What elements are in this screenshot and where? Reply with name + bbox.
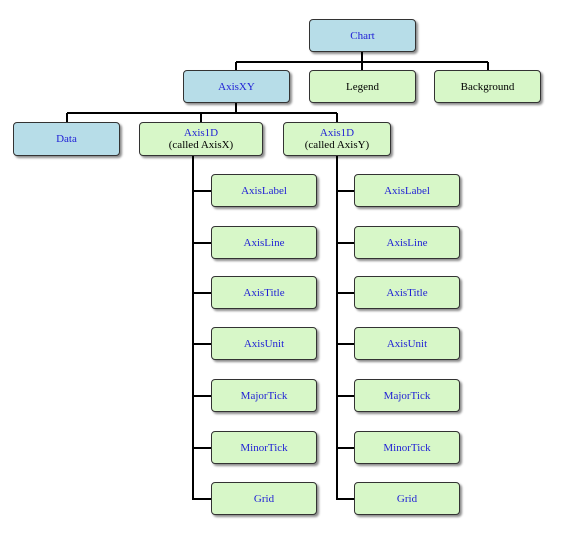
node-label: AxisXY <box>218 80 255 93</box>
node-y-axisunit: AxisUnit <box>354 327 460 360</box>
node-label: AxisUnit <box>386 337 428 350</box>
node-label: MajorTick <box>240 389 288 402</box>
node-y-grid: Grid <box>354 482 460 515</box>
node-axis1d-x: Axis1D (called AxisX) <box>139 122 263 156</box>
node-label: Grid <box>396 492 418 505</box>
node-axisxy: AxisXY <box>183 70 290 103</box>
node-label: AxisLabel <box>384 184 430 197</box>
node-label: MinorTick <box>240 441 288 454</box>
node-y-axislabel: AxisLabel <box>354 174 460 207</box>
node-label: Grid <box>253 492 275 505</box>
node-x-grid: Grid <box>211 482 317 515</box>
node-subtitle: (called AxisX) <box>168 139 234 151</box>
node-label: AxisLabel <box>241 184 287 197</box>
node-title: Axis1D <box>183 127 219 139</box>
node-axis1d-y: Axis1D (called AxisY) <box>283 122 391 156</box>
node-label: AxisTitle <box>243 286 285 299</box>
node-x-axisunit: AxisUnit <box>211 327 317 360</box>
node-chart: Chart <box>309 19 416 52</box>
node-background: Background <box>434 70 541 103</box>
node-y-minortick: MinorTick <box>354 431 460 464</box>
node-label: AxisTitle <box>386 286 428 299</box>
node-legend: Legend <box>309 70 416 103</box>
node-label: AxisLine <box>386 236 428 249</box>
node-label: Chart <box>350 29 375 42</box>
node-label: MinorTick <box>383 441 431 454</box>
node-x-axislabel: AxisLabel <box>211 174 317 207</box>
node-label: MajorTick <box>383 389 431 402</box>
node-label: Legend <box>346 80 379 93</box>
node-label: AxisLine <box>243 236 285 249</box>
node-y-axisline: AxisLine <box>354 226 460 259</box>
node-label: Data <box>56 133 77 145</box>
node-x-axistitle: AxisTitle <box>211 276 317 309</box>
node-x-majortick: MajorTick <box>211 379 317 412</box>
node-label: Background <box>460 80 515 93</box>
node-label: AxisUnit <box>243 337 285 350</box>
node-title: Axis1D <box>319 127 355 139</box>
node-x-minortick: MinorTick <box>211 431 317 464</box>
node-y-axistitle: AxisTitle <box>354 276 460 309</box>
node-x-axisline: AxisLine <box>211 226 317 259</box>
node-data: Data <box>13 122 120 156</box>
node-y-majortick: MajorTick <box>354 379 460 412</box>
node-subtitle: (called AxisY) <box>304 139 370 151</box>
